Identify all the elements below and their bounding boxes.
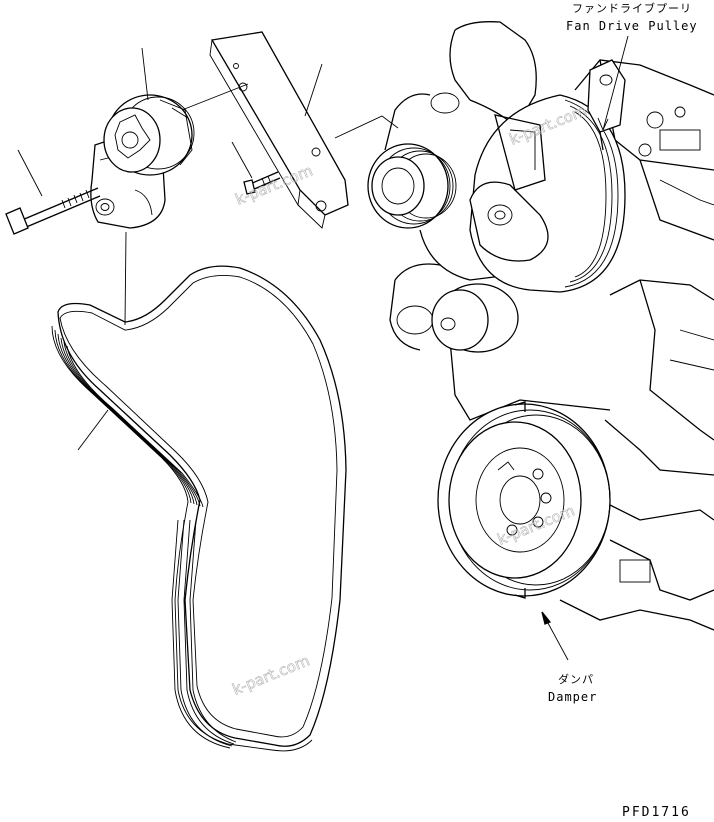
- callout-lines: [17, 35, 629, 661]
- small-bolt: [243, 171, 281, 195]
- v-ribbed-belt: [51, 265, 347, 752]
- damper-label-jp: ダンパ: [558, 672, 594, 686]
- damper-label-en: Damper: [548, 690, 597, 704]
- tensioner-pulley: [103, 94, 195, 176]
- fan-drive-bracket: [587, 59, 626, 151]
- drawing-code: PFD1716: [622, 805, 691, 820]
- fan-drive-pulley-label-en: Fan Drive Pulley: [566, 19, 698, 33]
- fan-drive-pulley-label-jp: ファンドライブプーリ: [572, 1, 692, 15]
- watermark-4: k-part.com: [230, 651, 312, 698]
- idler-pulley: [431, 283, 519, 353]
- water-pump-pulley: [367, 143, 457, 229]
- damper: [437, 401, 611, 599]
- tensioner-bolt: [5, 187, 101, 235]
- tensioner-bracket: [209, 31, 349, 229]
